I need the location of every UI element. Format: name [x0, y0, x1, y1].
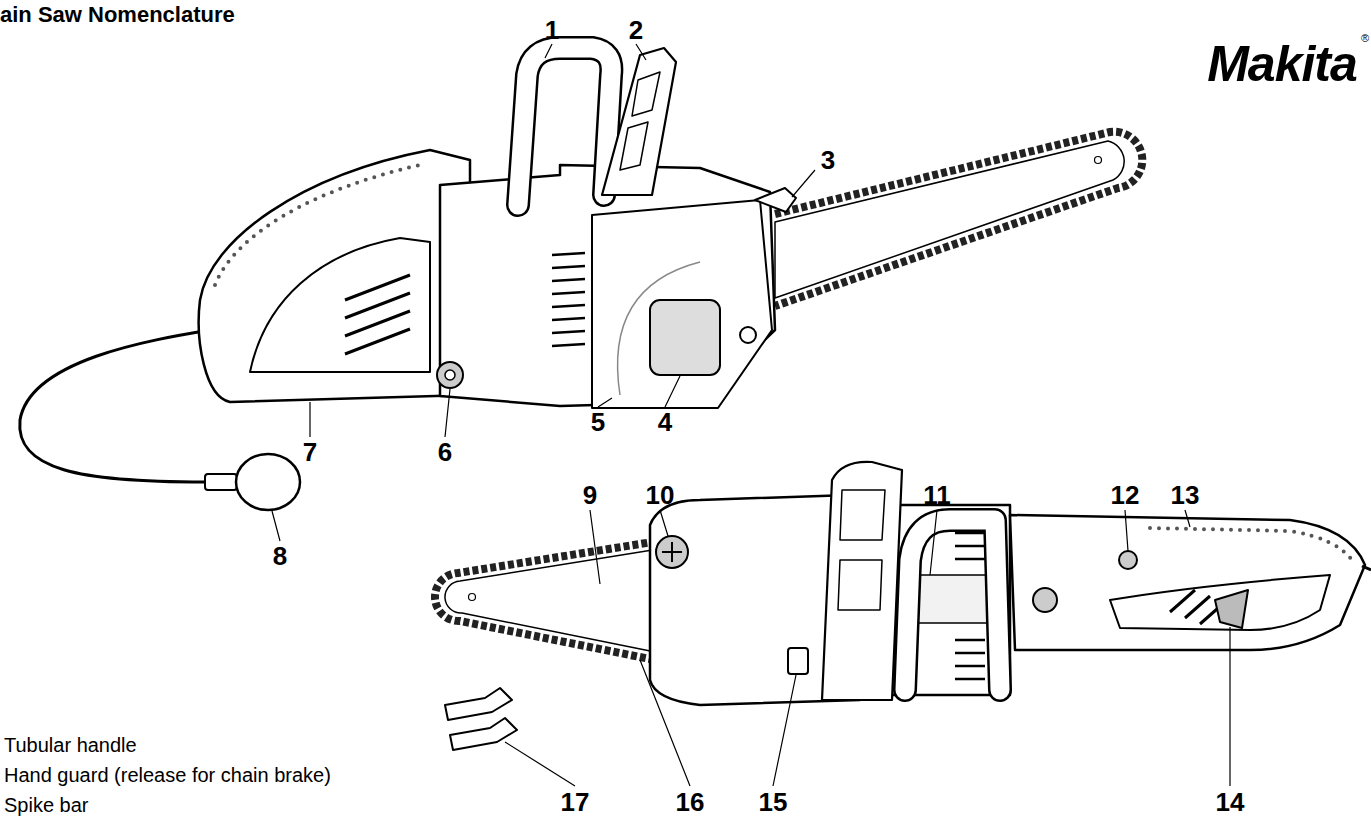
callout-number: 6 [438, 439, 452, 465]
callout-number: 10 [646, 482, 675, 508]
bar-tip-hole [1095, 157, 1102, 164]
part-name: Tubular handle [4, 735, 137, 755]
callout-number: 9 [583, 482, 597, 508]
power-cord [1362, 566, 1371, 570]
rear-handle [199, 150, 470, 402]
callout-number: 15 [759, 789, 788, 815]
callout-number: 13 [1171, 482, 1200, 508]
motor-vents [552, 253, 585, 346]
spike-bar-part [450, 718, 517, 750]
callout-number: 2 [629, 17, 643, 43]
hand-guard [602, 48, 676, 195]
callout-number: 12 [1111, 482, 1140, 508]
lock-off-button [1119, 551, 1137, 569]
grip-dots [215, 165, 420, 285]
saw-chain [775, 132, 1142, 306]
tubular-handle-fill [518, 48, 611, 205]
callout-number: 14 [1216, 789, 1245, 815]
sprocket-cover [592, 200, 772, 408]
guide-bar [445, 548, 665, 654]
part-name: Spike bar [4, 795, 89, 815]
top-chainsaw [20, 48, 1143, 510]
callout-number: 7 [303, 439, 317, 465]
saw-chain [435, 540, 665, 662]
handle-opening [1110, 575, 1330, 630]
handle-opening [250, 238, 430, 372]
tubular-handle-outline [905, 520, 1000, 690]
hand-guard [822, 462, 902, 700]
registered-mark: ® [1361, 33, 1369, 44]
mains-plug [236, 454, 300, 510]
callout-number: 1 [545, 17, 559, 43]
callout-number: 3 [821, 147, 835, 173]
part-name: Hand guard (release for chain brake) [4, 765, 331, 785]
handle-vents [345, 275, 410, 354]
chain-cover-knob [650, 300, 720, 375]
logo-text: Makita [1207, 39, 1357, 89]
side-knob [437, 362, 463, 388]
guide-bar [775, 141, 1124, 298]
leader-lines [272, 44, 1230, 786]
tubular-handle-fill [905, 520, 1000, 690]
chain-cover-latch [788, 648, 808, 674]
rear-handle [1010, 515, 1365, 650]
side-knob-center [445, 370, 455, 380]
callout-number: 17 [561, 789, 590, 815]
hand-guard-cutouts [620, 72, 660, 170]
callout-number: 5 [591, 409, 605, 435]
tension-screw [740, 327, 756, 343]
bar-tip-hole [469, 594, 476, 601]
cap-grip [662, 542, 682, 562]
power-cord [20, 330, 210, 482]
hand-guard-cutouts [838, 490, 885, 610]
callout-number: 11 [923, 482, 951, 508]
side-knob [1033, 588, 1057, 612]
switch-trigger [1215, 590, 1248, 628]
callout-number: 4 [658, 409, 672, 435]
callout-number: 8 [273, 543, 287, 569]
oil-tank-cap [656, 536, 688, 568]
tubular-handle-outline [518, 48, 611, 205]
spike-bar [755, 188, 796, 212]
grip-dots [1150, 528, 1352, 560]
diagram-title: ain Saw Nomenclature [0, 4, 235, 26]
spike-bar-part [445, 688, 512, 720]
plug-stem [205, 474, 237, 490]
callout-number: 16 [676, 789, 705, 815]
